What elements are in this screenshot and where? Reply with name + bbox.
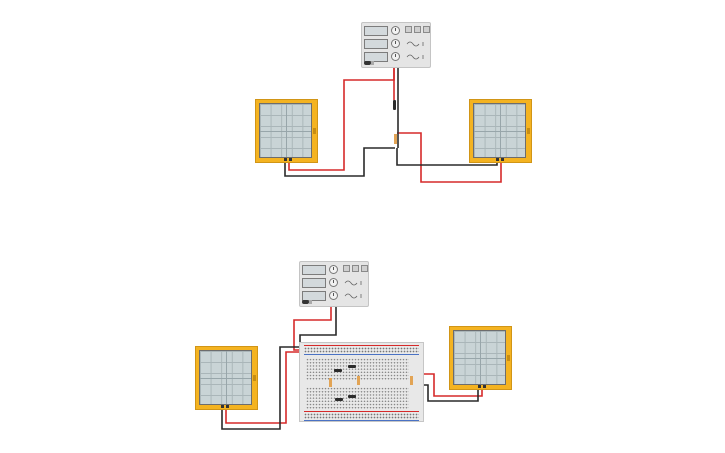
scope-terminal-2[interactable] bbox=[501, 158, 504, 161]
generator-display-1 bbox=[302, 265, 326, 275]
generator-knob-2[interactable] bbox=[329, 278, 338, 287]
square-wave-button[interactable] bbox=[414, 26, 421, 33]
sine-wave-icon-2 bbox=[344, 293, 362, 299]
resistor-top[interactable] bbox=[393, 100, 396, 110]
square-wave-button[interactable] bbox=[352, 265, 359, 272]
scope-screen bbox=[199, 350, 252, 405]
oscilloscope-bottom-left[interactable] bbox=[195, 346, 258, 410]
power-rail-top[interactable] bbox=[304, 347, 419, 353]
generator-display-1 bbox=[364, 26, 388, 36]
scope-terminal-1[interactable] bbox=[496, 158, 499, 161]
resistor-bb-2[interactable] bbox=[348, 365, 356, 368]
sine-wave-icon bbox=[344, 280, 362, 286]
scope-side-connector bbox=[507, 355, 510, 361]
generator-display-2 bbox=[364, 39, 388, 49]
scope-side-connector bbox=[253, 375, 256, 381]
terminal-strip-bottom[interactable] bbox=[306, 387, 409, 409]
capacitor-bb-3[interactable] bbox=[410, 376, 413, 385]
triangle-wave-button[interactable] bbox=[361, 265, 368, 272]
power-indicator bbox=[371, 61, 374, 65]
capacitor-bb-1[interactable] bbox=[329, 378, 332, 387]
function-generator-top[interactable] bbox=[361, 22, 431, 68]
component-top-lead[interactable] bbox=[394, 134, 397, 144]
generator-knob-1[interactable] bbox=[391, 26, 400, 35]
sine-wave-button[interactable] bbox=[343, 265, 350, 272]
generator-knob-1[interactable] bbox=[329, 265, 338, 274]
function-generator-bottom[interactable] bbox=[299, 261, 369, 307]
sine-wave-button[interactable] bbox=[405, 26, 412, 33]
resistor-bb-1[interactable] bbox=[334, 369, 342, 372]
generator-knob-3[interactable] bbox=[391, 52, 400, 61]
scope-terminal-1[interactable] bbox=[221, 405, 224, 408]
power-indicator bbox=[309, 300, 312, 304]
triangle-wave-button[interactable] bbox=[423, 26, 430, 33]
scope-side-connector bbox=[527, 128, 530, 134]
power-switch[interactable] bbox=[302, 300, 309, 304]
capacitor-bb-2[interactable] bbox=[357, 376, 360, 385]
scope-terminal-1[interactable] bbox=[284, 158, 287, 161]
resistor-bb-3[interactable] bbox=[348, 395, 356, 398]
scope-screen bbox=[259, 103, 312, 158]
sine-wave-icon-2 bbox=[406, 54, 424, 60]
oscilloscope-bottom-right[interactable] bbox=[449, 326, 512, 390]
resistor-bb-4[interactable] bbox=[335, 398, 343, 401]
rail-line-red-bottom bbox=[304, 411, 419, 412]
rail-line-blue-bottom bbox=[304, 420, 419, 421]
generator-display-3 bbox=[302, 291, 326, 301]
rail-line-blue-top bbox=[304, 354, 419, 355]
breadboard[interactable] bbox=[299, 342, 424, 422]
scope-screen bbox=[473, 103, 526, 158]
generator-display-3 bbox=[364, 52, 388, 62]
generator-knob-2[interactable] bbox=[391, 39, 400, 48]
oscilloscope-top-left[interactable] bbox=[255, 99, 318, 163]
power-switch[interactable] bbox=[364, 61, 371, 65]
power-rail-bottom[interactable] bbox=[304, 413, 419, 419]
scope-side-connector bbox=[313, 128, 316, 134]
scope-terminal-2[interactable] bbox=[226, 405, 229, 408]
rail-line-red-top bbox=[304, 345, 419, 346]
terminal-strip-top[interactable] bbox=[306, 358, 409, 380]
oscilloscope-top-right[interactable] bbox=[469, 99, 532, 163]
sine-wave-icon bbox=[406, 41, 424, 47]
generator-display-2 bbox=[302, 278, 326, 288]
generator-knob-3[interactable] bbox=[329, 291, 338, 300]
scope-terminal-1[interactable] bbox=[478, 385, 481, 388]
scope-terminal-2[interactable] bbox=[289, 158, 292, 161]
scope-screen bbox=[453, 330, 506, 385]
scope-terminal-2[interactable] bbox=[483, 385, 486, 388]
